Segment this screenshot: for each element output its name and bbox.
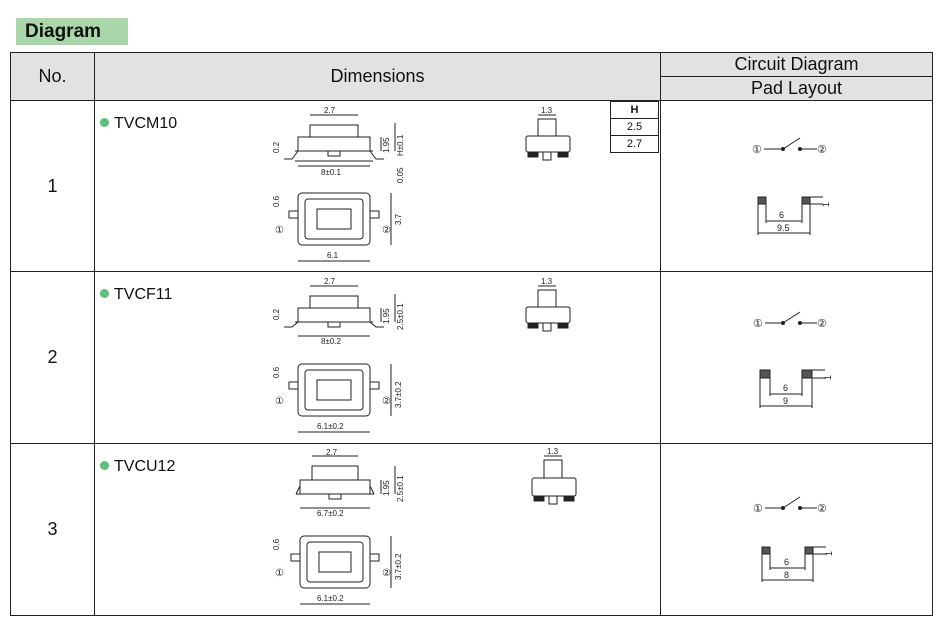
side-view-drawing bbox=[284, 114, 396, 167]
height-table-header: H bbox=[610, 101, 659, 119]
header-circuit-diagram: Circuit Diagram bbox=[660, 52, 933, 77]
dim-body-height: 1.95 bbox=[382, 480, 391, 496]
pad-layout-drawing bbox=[759, 369, 825, 408]
pad-outer-dim: 8 bbox=[784, 570, 789, 580]
circuit-pin2-label: ② bbox=[817, 318, 827, 330]
dim-front-width: 1.3 bbox=[541, 106, 553, 115]
side-view-drawing bbox=[284, 285, 396, 337]
dim-thickness: 0.2 bbox=[272, 308, 281, 320]
circuit-and-pad-drawing: ① ② 6 8 1 bbox=[753, 496, 834, 582]
model-name: TVCM10 bbox=[114, 115, 178, 132]
dim-top-height: 3.7 bbox=[394, 213, 403, 225]
pin2-label: ② bbox=[382, 396, 391, 407]
dim-lead-gap: 0.6 bbox=[272, 538, 281, 550]
dim-body-width: 6.7±0.2 bbox=[317, 509, 344, 518]
bullet-dot-icon bbox=[100, 289, 109, 298]
pad-size-dim: 1 bbox=[821, 202, 831, 207]
top-view-drawing bbox=[288, 363, 392, 433]
dim-top-width: 2.7 bbox=[324, 277, 336, 286]
circuit-pin1-label: ① bbox=[752, 144, 762, 156]
row-number: 2 bbox=[10, 271, 95, 444]
dim-top-height: 3.7±0.2 bbox=[394, 381, 403, 408]
dim-total-height: H±0.1 bbox=[396, 134, 405, 156]
header-pad-layout: Pad Layout bbox=[660, 76, 933, 101]
dimensions-cell: TVCU12 2.7 6.7±0.2 1.95 2.5±0.1 bbox=[94, 443, 661, 616]
dimensions-cell: TVCF11 2.7 8±0.2 0.2 1.95 2.5±0.1 bbox=[94, 271, 661, 444]
pin2-label: ② bbox=[382, 568, 391, 579]
front-view-drawing bbox=[531, 455, 577, 505]
section-title: Diagram bbox=[16, 18, 128, 45]
dim-thickness: 0.2 bbox=[272, 141, 281, 153]
dim-top-width-view: 6.1±0.2 bbox=[317, 594, 344, 603]
dim-front-width: 1.3 bbox=[541, 277, 553, 286]
top-view-drawing bbox=[288, 192, 392, 262]
front-view-drawing bbox=[525, 114, 571, 161]
height-table: H 2.5 2.7 bbox=[610, 101, 659, 153]
pad-size-dim: 1 bbox=[824, 551, 834, 556]
pad-inner-dim: 6 bbox=[783, 383, 788, 393]
height-table-value: 2.7 bbox=[610, 135, 659, 153]
table-row: 1 TVCM10 H 2.5 2.7 bbox=[10, 100, 933, 272]
pad-outer-dim: 9.5 bbox=[777, 223, 790, 233]
bullet-dot-icon bbox=[100, 461, 109, 470]
pin1-label: ① bbox=[275, 225, 284, 236]
spec-table: No. Dimensions Circuit Diagram Pad Layou… bbox=[10, 52, 933, 616]
model-name: TVCF11 bbox=[114, 286, 173, 303]
dim-total-height: 2.5±0.1 bbox=[396, 475, 405, 502]
header-dimensions: Dimensions bbox=[94, 52, 661, 101]
pad-inner-dim: 6 bbox=[784, 557, 789, 567]
side-view-drawing bbox=[295, 455, 396, 509]
pad-layout-drawing bbox=[757, 196, 823, 235]
dim-top-height: 3.7±0.2 bbox=[394, 553, 403, 580]
circuit-cell: ① ② 6 9 1 bbox=[660, 271, 933, 444]
switch-symbol bbox=[765, 496, 817, 510]
dim-total-height: 2.5±0.1 bbox=[396, 303, 405, 330]
circuit-pin1-label: ① bbox=[753, 503, 763, 515]
table-row: 2 TVCF11 2.7 8±0.2 0.2 1.95 bbox=[10, 271, 933, 444]
model-name: TVCU12 bbox=[114, 458, 176, 475]
circuit-pin2-label: ② bbox=[817, 144, 827, 156]
dim-lead-gap: 0.6 bbox=[272, 195, 281, 207]
dimensions-cell: TVCM10 H 2.5 2.7 bbox=[94, 100, 661, 272]
dim-top-width-view: 6.1±0.2 bbox=[317, 422, 344, 431]
row-number: 1 bbox=[10, 100, 95, 272]
circuit-pin1-label: ① bbox=[753, 318, 763, 330]
switch-symbol bbox=[765, 311, 817, 325]
dim-body-height: 1.95 bbox=[382, 308, 391, 324]
dim-body-width: 8±0.2 bbox=[321, 337, 342, 346]
pad-size-dim: 1 bbox=[823, 375, 833, 380]
dim-front-width: 1.3 bbox=[547, 447, 559, 456]
circuit-pin2-label: ② bbox=[817, 503, 827, 515]
dim-lead-gap: 0.6 bbox=[272, 366, 281, 378]
bullet-dot-icon bbox=[100, 118, 109, 127]
dim-top-width-view: 6.1 bbox=[327, 251, 339, 260]
pin1-label: ① bbox=[275, 568, 284, 579]
top-view-drawing bbox=[290, 535, 392, 605]
table-row: 3 TVCU12 2.7 6.7±0.2 1.95 2.5±0.1 bbox=[10, 443, 933, 616]
circuit-cell: ① ② 6 8 1 bbox=[660, 443, 933, 616]
circuit-and-pad-drawing: ① ② 6 9 1 bbox=[753, 311, 833, 408]
model-label: TVCU12 bbox=[100, 458, 175, 476]
pin1-label: ① bbox=[275, 396, 284, 407]
dim-body-height: 1.95 bbox=[382, 137, 391, 153]
dim-lead: 0.05 bbox=[396, 167, 405, 183]
front-view-drawing bbox=[525, 285, 571, 332]
row-number: 3 bbox=[10, 443, 95, 616]
header-no: No. bbox=[10, 52, 95, 101]
dim-top-width: 2.7 bbox=[324, 106, 336, 115]
dim-top-width: 2.7 bbox=[326, 448, 338, 457]
dimension-drawing: 2.7 6.7±0.2 1.95 2.5±0.1 1.3 bbox=[272, 447, 577, 605]
circuit-cell: ① ② 6 9.5 1 bbox=[660, 100, 933, 272]
dim-body-width: 8±0.1 bbox=[321, 168, 342, 177]
dimension-drawing: 2.7 8±0.2 0.2 1.95 2.5±0.1 1.3 bbox=[272, 277, 571, 433]
model-label: TVCM10 bbox=[100, 115, 177, 133]
pad-outer-dim: 9 bbox=[783, 396, 788, 406]
model-label: TVCF11 bbox=[100, 286, 172, 304]
pad-inner-dim: 6 bbox=[779, 210, 784, 220]
switch-symbol bbox=[764, 137, 817, 151]
pin2-label: ② bbox=[382, 225, 391, 236]
circuit-and-pad-drawing: ① ② 6 9.5 1 bbox=[752, 137, 831, 235]
dimension-drawing: 2.7 8±0.1 0.2 1.95 H±0.1 0.05 1.3 bbox=[272, 106, 571, 262]
pad-layout-drawing bbox=[761, 546, 826, 582]
